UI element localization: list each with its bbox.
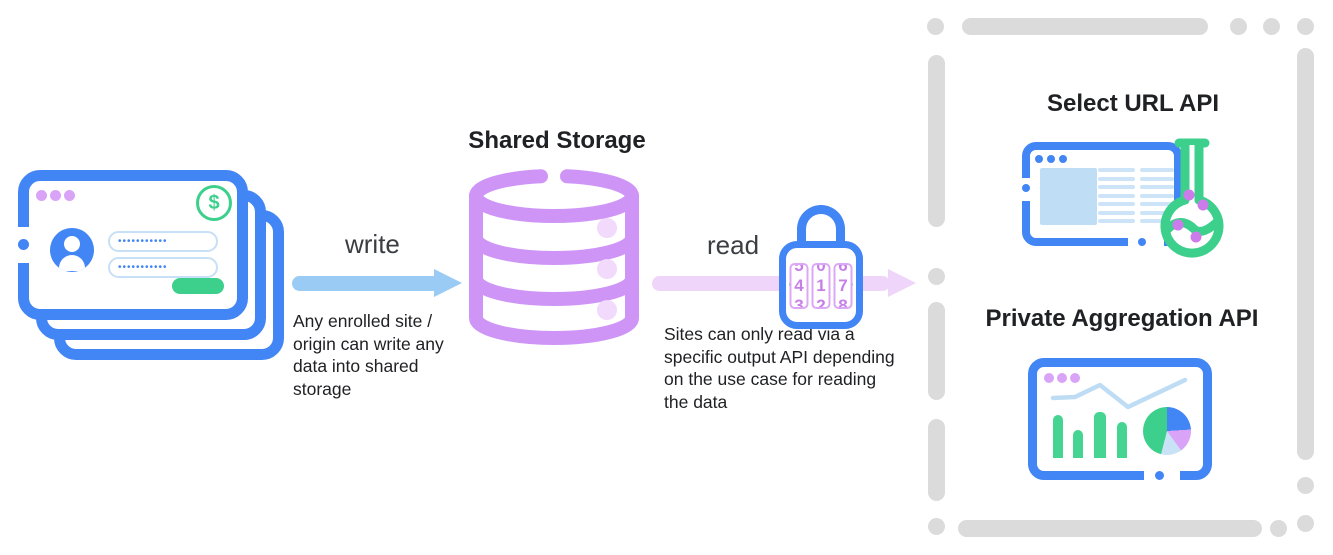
border-dash-dot — [1022, 184, 1030, 192]
select-url-api-title: Select URL API — [1046, 90, 1220, 117]
pie-chart-icon — [1143, 407, 1191, 455]
lock-wheel[interactable]: 0 1 2 — [811, 263, 831, 309]
read-description: Sites can only read via a specific outpu… — [664, 324, 895, 412]
password-field[interactable]: ••••••••••• — [108, 257, 218, 278]
avatar-body — [59, 255, 85, 271]
write-label: write — [345, 229, 400, 259]
enrolled-sites-stack: $ ••••••••••• ••••••••••• — [18, 170, 318, 370]
private-aggregation-api-title: Private Aggregation API — [985, 305, 1259, 332]
password-field[interactable]: ••••••••••• — [108, 231, 218, 252]
window-dot-icon — [1035, 155, 1043, 163]
window-dot-icon — [1070, 373, 1080, 383]
window-dot-icon — [64, 190, 75, 201]
analytics-dashboard-icon — [1028, 358, 1212, 480]
avatar-icon — [50, 228, 94, 272]
combination-digit: 1 — [816, 276, 826, 295]
window-dot-icon — [50, 190, 61, 201]
write-arrow — [292, 276, 440, 291]
submit-button[interactable] — [172, 278, 224, 294]
browser-window-icon — [1022, 142, 1182, 246]
browser-card-front: $ ••••••••••• ••••••••••• — [18, 170, 248, 320]
read-arrow-head — [888, 269, 916, 297]
window-dot-icon — [1044, 373, 1054, 383]
content-block — [1040, 168, 1097, 225]
window-dot-icon — [1047, 155, 1055, 163]
combination-digit: 4 — [794, 276, 804, 295]
database-icon — [469, 169, 639, 345]
combination-wheels: 5 4 3 0 1 2 6 7 8 — [789, 263, 853, 309]
flask-icon — [1160, 138, 1224, 258]
avatar-head — [64, 236, 80, 252]
combination-digit: 7 — [838, 276, 848, 295]
border-gap — [1128, 238, 1164, 246]
write-arrow-head — [434, 269, 462, 297]
lock-wheel[interactable]: 5 4 3 — [789, 263, 809, 309]
border-dash-dot — [18, 239, 29, 250]
lock-shackle — [797, 205, 845, 251]
lock-wheel[interactable]: 6 7 8 — [833, 263, 853, 309]
window-dot-icon — [1059, 155, 1067, 163]
window-dot-icon — [36, 190, 47, 201]
dollar-icon: $ — [196, 185, 232, 221]
write-description: Any enrolled site / origin can write any… — [293, 311, 444, 399]
border-dash-dot — [1155, 471, 1164, 480]
shared-storage-title: Shared Storage — [468, 127, 646, 154]
line-chart-icon — [1050, 377, 1188, 410]
read-label: read — [707, 230, 760, 260]
border-dash-dot — [1138, 238, 1146, 246]
lock-body: 5 4 3 0 1 2 6 7 8 — [779, 241, 863, 329]
window-dot-icon — [1057, 373, 1067, 383]
combination-lock-icon: 5 4 3 0 1 2 6 7 8 — [779, 203, 863, 329]
